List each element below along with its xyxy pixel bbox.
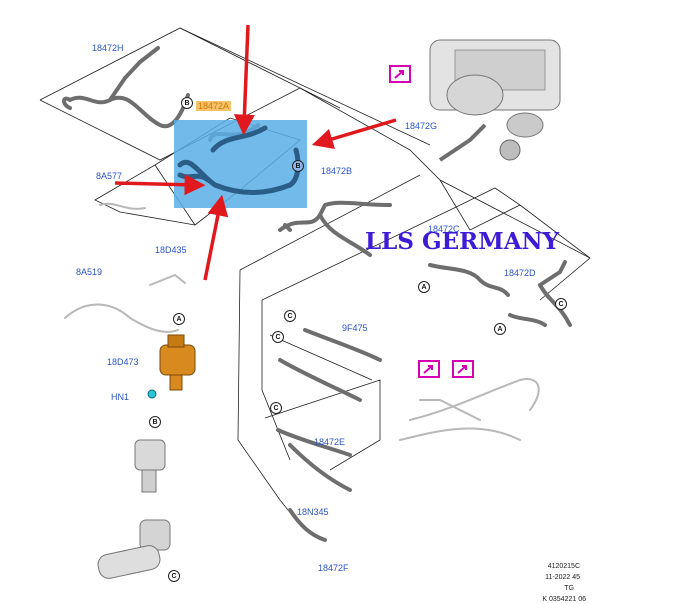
- callout-C: C: [168, 570, 180, 582]
- label-18472F: 18472F: [318, 563, 349, 573]
- label-9F475: 9F475: [342, 323, 368, 333]
- reference-line-3: TG: [564, 585, 574, 592]
- magnify-icon: [389, 65, 411, 83]
- label-8A577: 8A577: [96, 171, 123, 181]
- label-18472H: 18472H: [92, 43, 124, 53]
- reference-line-4: K 0354221 06: [542, 596, 586, 603]
- red-arrow-icon: [114, 24, 397, 281]
- label-18472E: 18472E: [314, 437, 346, 447]
- watermark: LLS GERMANY: [365, 228, 559, 255]
- reference-line-1: 4120215C: [547, 563, 580, 570]
- label-18472C: 18472C: [428, 224, 460, 234]
- callout-C: C: [272, 331, 284, 343]
- label-18D435: 18D435: [155, 245, 187, 255]
- callout-A: A: [173, 313, 185, 325]
- callout-C: C: [270, 402, 282, 414]
- pump-icon: [147, 334, 196, 399]
- label-HN1: HN1: [111, 392, 130, 402]
- group-outlines: [39, 27, 591, 526]
- pipes-light: [64, 202, 540, 441]
- label-18472B: 18472B: [321, 166, 353, 176]
- callout-C: C: [555, 298, 567, 310]
- heater-unit-drawing: [429, 39, 561, 162]
- label-18D473: 18D473: [107, 357, 139, 367]
- reference-line-2: 11-2022 45: [545, 574, 580, 581]
- label-8A519: 8A519: [76, 267, 103, 277]
- callout-C: C: [284, 310, 296, 322]
- callout-A: A: [418, 281, 430, 293]
- callout-B: B: [149, 416, 161, 428]
- callout-A: A: [494, 323, 506, 335]
- magnify-icon: [452, 360, 474, 378]
- callout-B: B: [292, 160, 304, 172]
- label-18472A: 18472A: [196, 101, 232, 111]
- part-drawings-bottom-left: [97, 439, 171, 579]
- label-18N345: 18N345: [297, 507, 329, 517]
- callout-B: B: [181, 97, 193, 109]
- label-18472D: 18472D: [504, 268, 536, 278]
- magnify-icon: [418, 360, 440, 378]
- label-18472G: 18472G: [405, 121, 438, 131]
